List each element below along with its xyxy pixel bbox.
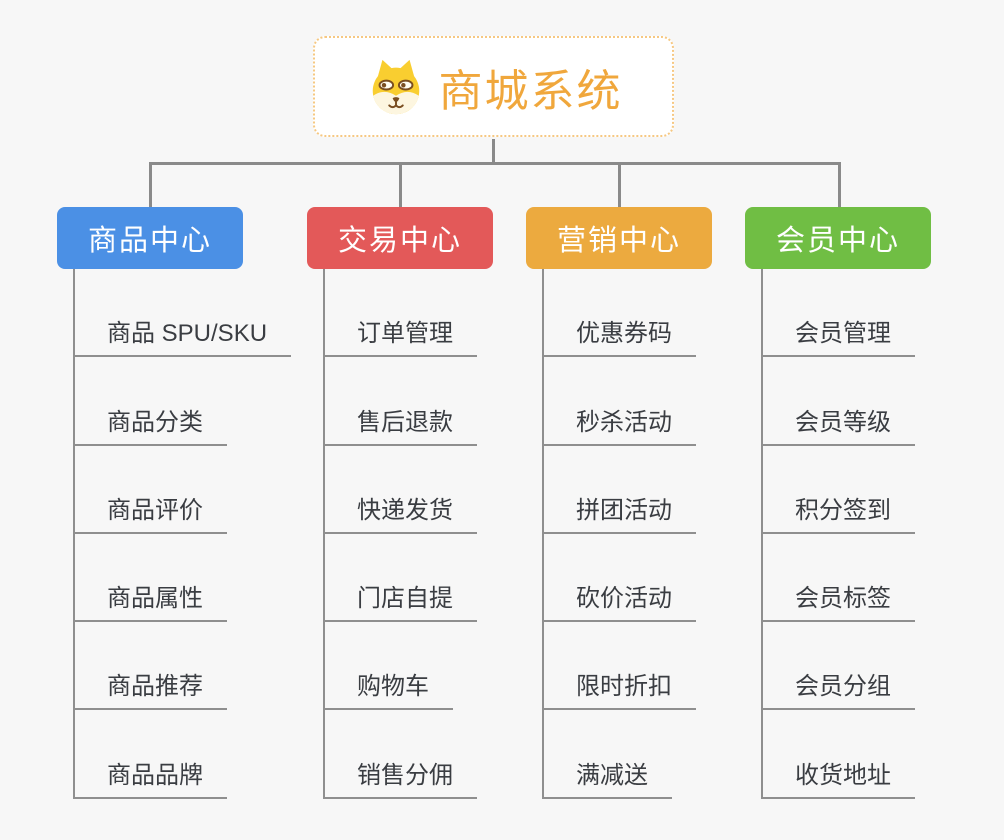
child-topic[interactable]: 订单管理 <box>325 269 477 358</box>
child-topic[interactable]: 商品品牌 <box>75 710 291 799</box>
connector-root-stub <box>492 139 495 165</box>
child-topic[interactable]: 商品 SPU/SKU <box>75 269 292 358</box>
branch-node-marketing-center[interactable]: 营销中心 <box>526 207 712 269</box>
child-topic[interactable]: 销售分佣 <box>325 710 477 799</box>
branch-node-member-center[interactable]: 会员中心 <box>745 207 931 269</box>
connector-horizontal <box>148 162 841 165</box>
child-topic[interactable]: 会员分组 <box>763 622 915 711</box>
child-topic[interactable]: 商品评价 <box>75 446 291 534</box>
branch-node-product-center[interactable]: 商品中心 <box>57 207 243 269</box>
connector-drop-trade <box>399 162 402 208</box>
branch-column-member-center: 会员中心 会员管理 会员等级 积分签到 会员标签 会员分组 收货地址 <box>745 207 931 799</box>
child-topic[interactable]: 限时折扣 <box>544 622 696 711</box>
child-topic[interactable]: 商品属性 <box>75 534 291 623</box>
child-topic[interactable]: 售后退款 <box>325 357 477 446</box>
branch-node-trade-center[interactable]: 交易中心 <box>307 207 493 269</box>
child-topic[interactable]: 砍价活动 <box>544 534 696 623</box>
branch-column-trade-center: 交易中心 订单管理 售后退款 快递发货 门店自提 购物车 销售分佣 <box>307 207 493 799</box>
child-topic[interactable]: 会员标签 <box>763 534 915 623</box>
branch-label: 商品中心 <box>87 225 212 257</box>
root-node[interactable]: 商城系统 <box>313 36 674 137</box>
children-member-center: 会员管理 会员等级 积分签到 会员标签 会员分组 收货地址 <box>761 269 915 799</box>
branch-label: 交易中心 <box>337 225 462 257</box>
child-topic[interactable]: 收货地址 <box>763 710 915 799</box>
connector-drop-product <box>148 162 152 208</box>
child-topic[interactable]: 优惠券码 <box>544 269 696 358</box>
child-topic[interactable]: 会员管理 <box>763 269 915 358</box>
connector-drop-marketing <box>618 162 621 208</box>
root-title: 商城系统 <box>438 66 623 116</box>
child-topic[interactable]: 商品分类 <box>75 357 291 446</box>
child-topic[interactable]: 满减送 <box>544 710 696 799</box>
branch-column-marketing-center: 营销中心 优惠券码 秒杀活动 拼团活动 砍价活动 限时折扣 满减送 <box>526 207 712 799</box>
child-topic[interactable]: 快递发货 <box>325 446 477 534</box>
children-trade-center: 订单管理 售后退款 快递发货 门店自提 购物车 销售分佣 <box>323 269 477 799</box>
branch-label: 会员中心 <box>775 225 900 257</box>
shiba-dog-icon <box>372 59 419 114</box>
child-topic[interactable]: 拼团活动 <box>544 446 696 534</box>
connector-drop-member <box>837 162 841 208</box>
child-topic[interactable]: 门店自提 <box>325 534 477 623</box>
child-topic[interactable]: 商品推荐 <box>75 622 291 711</box>
child-topic[interactable]: 会员等级 <box>763 357 915 446</box>
child-topic[interactable]: 秒杀活动 <box>544 357 696 446</box>
branch-label: 营销中心 <box>556 225 681 257</box>
child-topic[interactable]: 购物车 <box>325 622 477 711</box>
children-marketing-center: 优惠券码 秒杀活动 拼团活动 砍价活动 限时折扣 满减送 <box>542 269 696 799</box>
branch-column-product-center: 商品中心 商品 SPU/SKU 商品分类 商品评价 商品属性 商品推荐 商品品牌 <box>57 207 292 799</box>
children-product-center: 商品 SPU/SKU 商品分类 商品评价 商品属性 商品推荐 商品品牌 <box>73 269 292 799</box>
child-topic[interactable]: 积分签到 <box>763 446 915 534</box>
